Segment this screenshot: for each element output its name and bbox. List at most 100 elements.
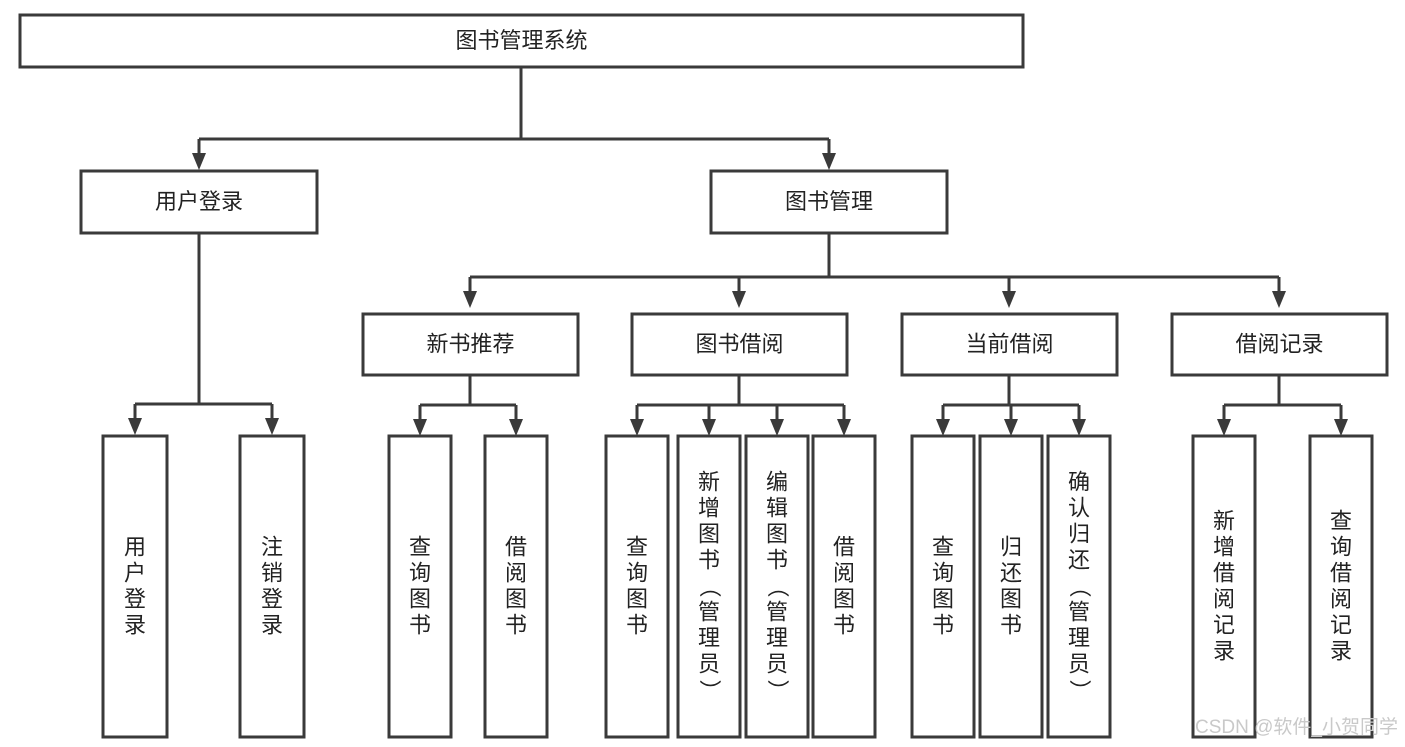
node-label-current-return-book-char-0: 归	[1000, 535, 1022, 560]
node-book-management[interactable]: 图书管理	[709, 169, 949, 235]
arrow-head-icon	[702, 419, 716, 436]
node-label-borrow-add-book-char-4: （	[697, 575, 722, 597]
node-box-recommend-query-book	[387, 434, 453, 739]
node-box-user-logout-action	[238, 434, 306, 739]
node-borrow-record[interactable]: 借阅记录	[1170, 312, 1389, 377]
node-label-record-query-char-3: 阅	[1330, 587, 1352, 612]
node-label-current-query-book-char-0: 查	[932, 535, 954, 560]
node-label-record-query-char-5: 录	[1330, 639, 1352, 664]
node-box-borrow-record	[1170, 312, 1389, 377]
node-label-borrow-borrow-book-char-2: 图	[833, 587, 855, 612]
node-label-recommend-query-book-char-0: 查	[409, 535, 431, 560]
node-label-record-query-char-1: 询	[1330, 535, 1352, 560]
arrow-head-icon	[822, 153, 836, 170]
node-label-recommend-borrow-book-char-1: 阅	[505, 561, 527, 586]
node-label-borrow-edit-book-char-5: 管	[766, 600, 788, 625]
arrow-head-icon	[413, 419, 427, 436]
arrow-head-icon	[463, 291, 477, 308]
connector-root_to_level2	[192, 67, 836, 170]
connector-user_login_to_leaves	[128, 233, 279, 435]
node-label-borrow-edit-book-char-2: 图	[766, 522, 788, 547]
node-user-login[interactable]: 用户登录	[79, 169, 319, 235]
arrow-head-icon	[732, 291, 746, 308]
node-box-borrow-query-book	[604, 434, 670, 739]
node-book-borrow[interactable]: 图书借阅	[630, 312, 849, 377]
arrow-head-icon	[1334, 419, 1348, 436]
node-box-root	[18, 13, 1025, 69]
node-label-user-login: 用户登录	[155, 189, 243, 214]
arrow-head-icon	[265, 418, 279, 435]
connector-book_mgmt_to_level3	[463, 233, 1286, 308]
node-label-current-query-book-char-2: 图	[932, 587, 954, 612]
node-label-recommend-query-book-char-1: 询	[409, 561, 431, 586]
node-user-login-action[interactable]: 用户登录	[101, 434, 169, 739]
node-box-book-management	[709, 169, 949, 235]
node-box-current-query-book	[910, 434, 976, 739]
node-label-borrow-edit-book-char-7: 员	[766, 652, 788, 677]
node-box-record-add	[1191, 434, 1257, 739]
node-label-record-add-char-2: 借	[1213, 561, 1235, 586]
arrow-head-icon	[936, 419, 950, 436]
node-label-borrow-query-book-char-3: 书	[626, 613, 648, 638]
node-box-book-borrow	[630, 312, 849, 377]
node-label-current-query-book-char-1: 询	[932, 561, 954, 586]
node-label-borrow-edit-book-char-6: 理	[766, 626, 788, 651]
node-label-recommend-query-book-char-2: 图	[409, 587, 431, 612]
connector-current_to_leaves	[936, 375, 1086, 436]
node-label-user-logout-action-char-2: 登	[261, 587, 283, 612]
node-label-current-return-book-char-2: 图	[1000, 587, 1022, 612]
node-label-record-query-char-2: 借	[1330, 561, 1352, 586]
node-label-recommend-borrow-book-char-3: 书	[505, 613, 527, 638]
node-box-borrow-add-book	[676, 434, 742, 739]
node-label-current-confirm-return-char-6: 理	[1068, 626, 1090, 651]
node-label-borrow-edit-book-char-0: 编	[766, 470, 788, 495]
node-label-borrow-borrow-book-char-3: 书	[833, 613, 855, 638]
node-label-borrow-edit-book-char-8: ）	[765, 679, 790, 701]
node-label-record-add-char-0: 新	[1213, 509, 1235, 534]
node-new-book-recommend[interactable]: 新书推荐	[361, 312, 580, 377]
node-label-borrow-add-book-char-6: 理	[698, 626, 720, 651]
node-label-borrow-edit-book-char-4: （	[765, 575, 790, 597]
node-label-book-management: 图书管理	[785, 189, 873, 214]
node-box-recommend-borrow-book	[483, 434, 549, 739]
node-label-current-confirm-return-char-5: 管	[1068, 600, 1090, 625]
node-label-user-login-action-char-1: 户	[124, 561, 146, 586]
arrow-head-icon	[1002, 291, 1016, 308]
arrow-head-icon	[630, 419, 644, 436]
node-label-current-confirm-return-char-0: 确	[1068, 470, 1090, 495]
connector-borrow_to_leaves	[630, 375, 851, 436]
node-label-borrow-add-book-char-1: 增	[698, 496, 720, 521]
node-label-user-logout-action-char-3: 录	[261, 613, 283, 638]
nodes-layer: 图书管理系统用户登录用户登录注销登录图书管理新书推荐查询图书借阅图书图书借阅查询…	[18, 13, 1389, 739]
node-label-user-login-action-char-2: 登	[124, 587, 146, 612]
node-label-borrow-query-book-char-0: 查	[626, 535, 648, 560]
node-label-current-borrow: 当前借阅	[965, 331, 1053, 356]
node-current-borrow[interactable]: 当前借阅	[900, 312, 1119, 377]
node-root[interactable]: 图书管理系统	[18, 13, 1025, 69]
node-label-current-confirm-return-char-4: （	[1067, 575, 1092, 597]
node-label-borrow-edit-book-char-3: 书	[766, 548, 788, 573]
node-label-borrow-add-book-char-8: ）	[697, 679, 722, 701]
node-label-current-confirm-return-char-7: 员	[1068, 652, 1090, 677]
node-box-user-login	[79, 169, 319, 235]
node-label-current-confirm-return-char-1: 认	[1068, 496, 1090, 521]
node-label-borrow-edit-book-char-1: 辑	[766, 496, 788, 521]
node-label-current-confirm-return-char-8: ）	[1067, 679, 1092, 701]
node-label-borrow-add-book-char-5: 管	[698, 600, 720, 625]
node-label-borrow-record: 借阅记录	[1235, 331, 1323, 356]
connector-recommend_to_leaves	[413, 375, 523, 436]
arrow-head-icon	[1072, 419, 1086, 436]
